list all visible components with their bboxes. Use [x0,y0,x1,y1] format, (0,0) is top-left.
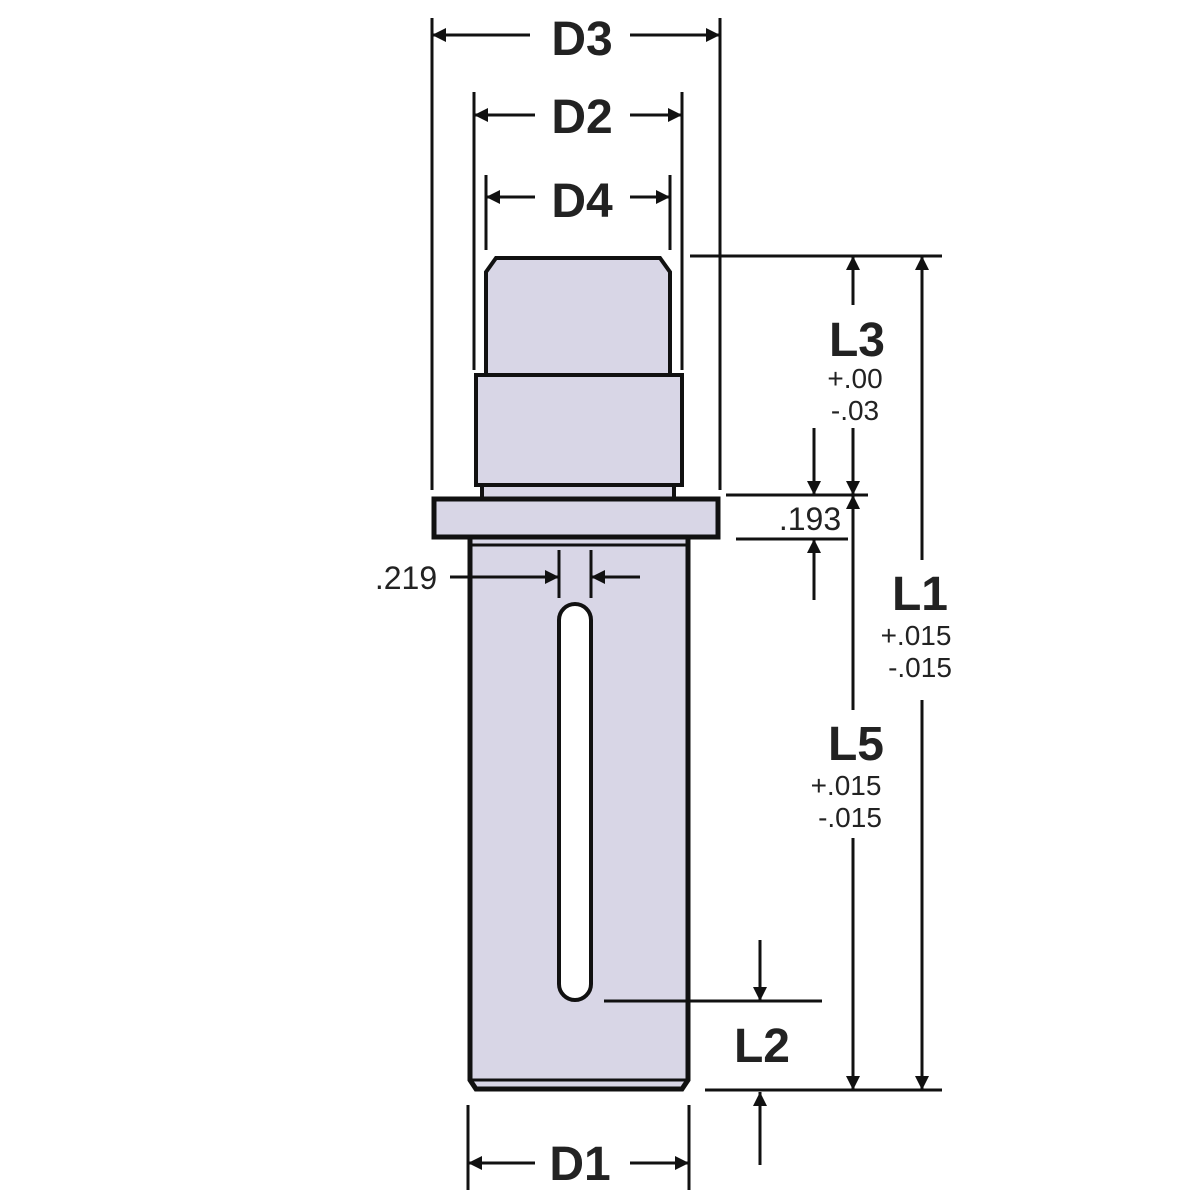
flange-thickness-label: .193 [779,501,841,537]
l3-label: L3 [829,314,885,367]
part-body [431,256,721,1092]
l3-minus-tolerance: -.03 [831,395,879,426]
slot-width-dimension: .219 [375,550,640,598]
l5-label: L5 [828,718,884,771]
d4-dimension: D4 [484,175,672,250]
l3-plus-tolerance: +.00 [827,363,882,394]
slot [557,602,593,1002]
l3-dimension: L3 +.00 -.03 [827,256,885,495]
l2-dimension: L2 [734,940,790,1165]
l5-dimension: L5 +.015 -.015 [811,495,884,1090]
slot-width-label: .219 [375,560,437,596]
flange-thickness-dimension: .193 [779,428,841,600]
d4-label: D4 [551,175,613,228]
l1-minus-tolerance: -.015 [888,652,952,683]
l1-dimension: L1 +.015 -.015 [881,256,952,1090]
flange [431,496,721,540]
l5-minus-tolerance: -.015 [818,802,882,833]
l1-plus-tolerance: +.015 [881,620,952,651]
shoulder-section [474,373,684,487]
d2-dimension: D2 [472,91,684,370]
d2-label: D2 [551,91,612,144]
d1-label: D1 [549,1138,610,1191]
l2-label: L2 [734,1020,790,1073]
d3-dimension: D3 [430,13,722,490]
d1-dimension: D1 [466,1105,691,1191]
pilot-section [484,256,672,377]
l1-label: L1 [892,568,948,621]
d3-label: D3 [551,13,612,66]
l5-plus-tolerance: +.015 [811,770,882,801]
